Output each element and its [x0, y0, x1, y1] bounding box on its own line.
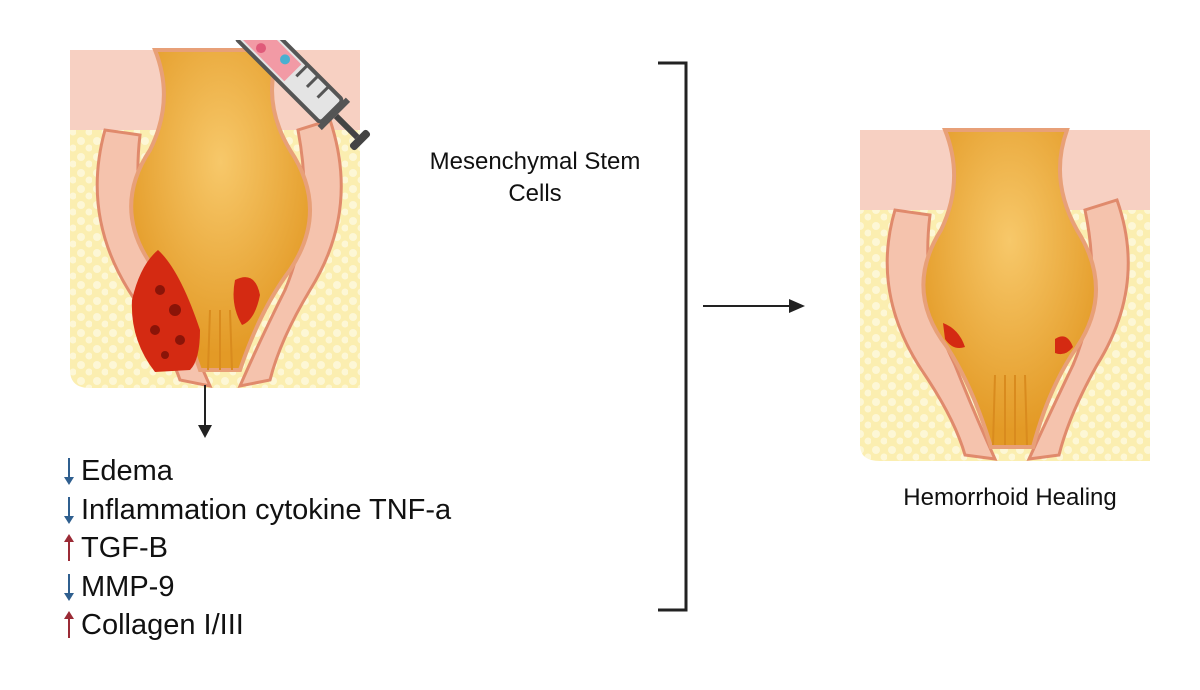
effect-label: Edema [81, 455, 173, 487]
effect-item: Inflammation cytokine TNF-a [62, 491, 451, 530]
injection-label-line-2: Cells [508, 180, 562, 207]
anal-folds [992, 374, 1028, 446]
inflamed-hemorrhoid [131, 250, 260, 372]
effect-label: Inflammation cytokine TNF-a [81, 493, 452, 526]
syringe-icon [235, 40, 371, 151]
hemorrhoid-illustration [70, 40, 371, 389]
down-arrow-icon [198, 385, 212, 438]
effect-item: Collagen I/III [62, 606, 451, 645]
effects-list: Edema Inflammation cytokine TNF-a TGF-B … [62, 452, 451, 645]
right-arrow-icon [703, 299, 805, 313]
anal-lumen [921, 128, 1098, 449]
effect-label: Collagen I/III [81, 609, 244, 641]
effect-item: MMP-9 [62, 568, 451, 607]
injection-label: Mesenchymal Stem Cells [405, 146, 665, 210]
down-arrow-icon [62, 456, 76, 486]
reduced-hemorrhoid [943, 323, 1073, 355]
injection-label-line-1: Mesenchymal Stem [429, 148, 641, 175]
effect-label: TGF-B [81, 532, 168, 564]
effect-item: Edema [62, 452, 451, 491]
up-arrow-icon [62, 610, 76, 640]
healed-illustration [860, 128, 1150, 461]
down-arrow-icon [62, 572, 76, 602]
anal-folds [207, 309, 233, 371]
effect-label: MMP-9 [81, 570, 175, 603]
effect-item: TGF-B [62, 529, 451, 568]
down-arrow-icon [62, 495, 76, 525]
up-arrow-icon [62, 533, 76, 563]
outcome-label: Hemorrhoid Healing [903, 484, 1117, 511]
grouping-bracket [658, 61, 688, 612]
